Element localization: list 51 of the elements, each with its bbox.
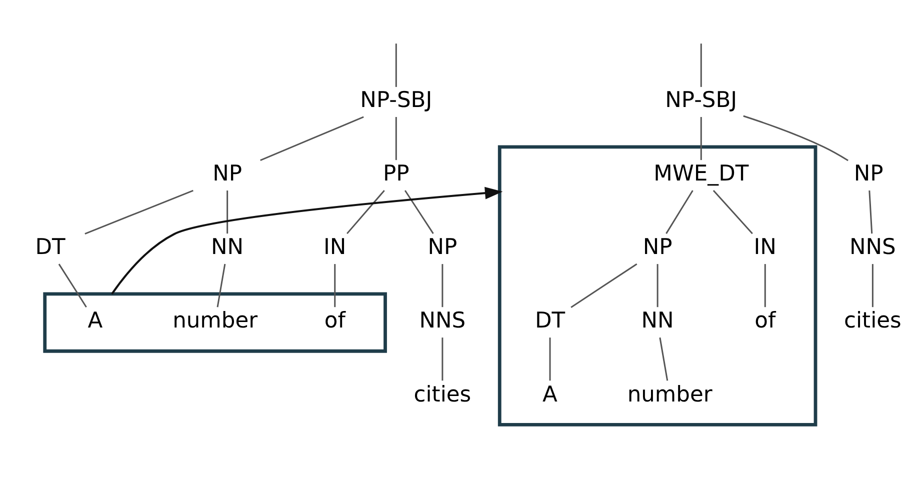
node-text: NP <box>428 235 458 260</box>
connector <box>346 190 385 234</box>
connector <box>226 190 228 234</box>
connector <box>656 264 658 308</box>
node-text: PP <box>383 162 410 187</box>
connector <box>395 117 397 160</box>
connector <box>868 190 873 234</box>
node-text: A <box>542 382 558 408</box>
connector <box>404 190 434 234</box>
node-text: number <box>627 382 712 408</box>
node-text: NN <box>211 235 244 260</box>
node-text: cities <box>844 308 902 334</box>
node-text: IN <box>754 235 776 260</box>
connector <box>334 264 336 308</box>
node-text: NNS <box>419 308 466 334</box>
connector <box>58 264 87 308</box>
node-text: cities <box>414 382 472 408</box>
node-text: number <box>172 308 258 334</box>
connector <box>395 44 397 87</box>
cluster <box>498 145 818 426</box>
connector <box>659 337 668 381</box>
node-text: NNS <box>849 235 896 260</box>
connector <box>764 264 766 308</box>
cluster <box>43 292 387 353</box>
connector <box>666 190 694 234</box>
connector <box>743 115 848 162</box>
connector <box>549 338 551 381</box>
connector <box>872 264 874 308</box>
node-text: NN <box>641 308 674 334</box>
connector <box>84 190 194 234</box>
node-text: NP <box>642 235 672 260</box>
node-text: DT <box>534 308 566 334</box>
connector <box>442 338 444 381</box>
connector <box>712 190 753 234</box>
connector <box>216 264 226 308</box>
node-text: NP-SBJ <box>360 88 432 114</box>
node-text: NP <box>212 162 242 187</box>
node-text: NP <box>854 162 884 187</box>
connector <box>442 264 444 308</box>
node-text: of <box>324 308 346 334</box>
connector <box>700 44 702 87</box>
node-text: of <box>754 308 776 334</box>
node-text: NP-SBJ <box>665 88 738 114</box>
node-text: A <box>88 308 103 334</box>
connector <box>570 263 638 308</box>
node-text: DT <box>35 235 66 260</box>
connector <box>700 117 702 160</box>
node-text: IN <box>324 235 346 260</box>
arrow <box>111 186 503 295</box>
connector <box>260 116 364 161</box>
node-text: MWE_DT <box>654 162 749 187</box>
